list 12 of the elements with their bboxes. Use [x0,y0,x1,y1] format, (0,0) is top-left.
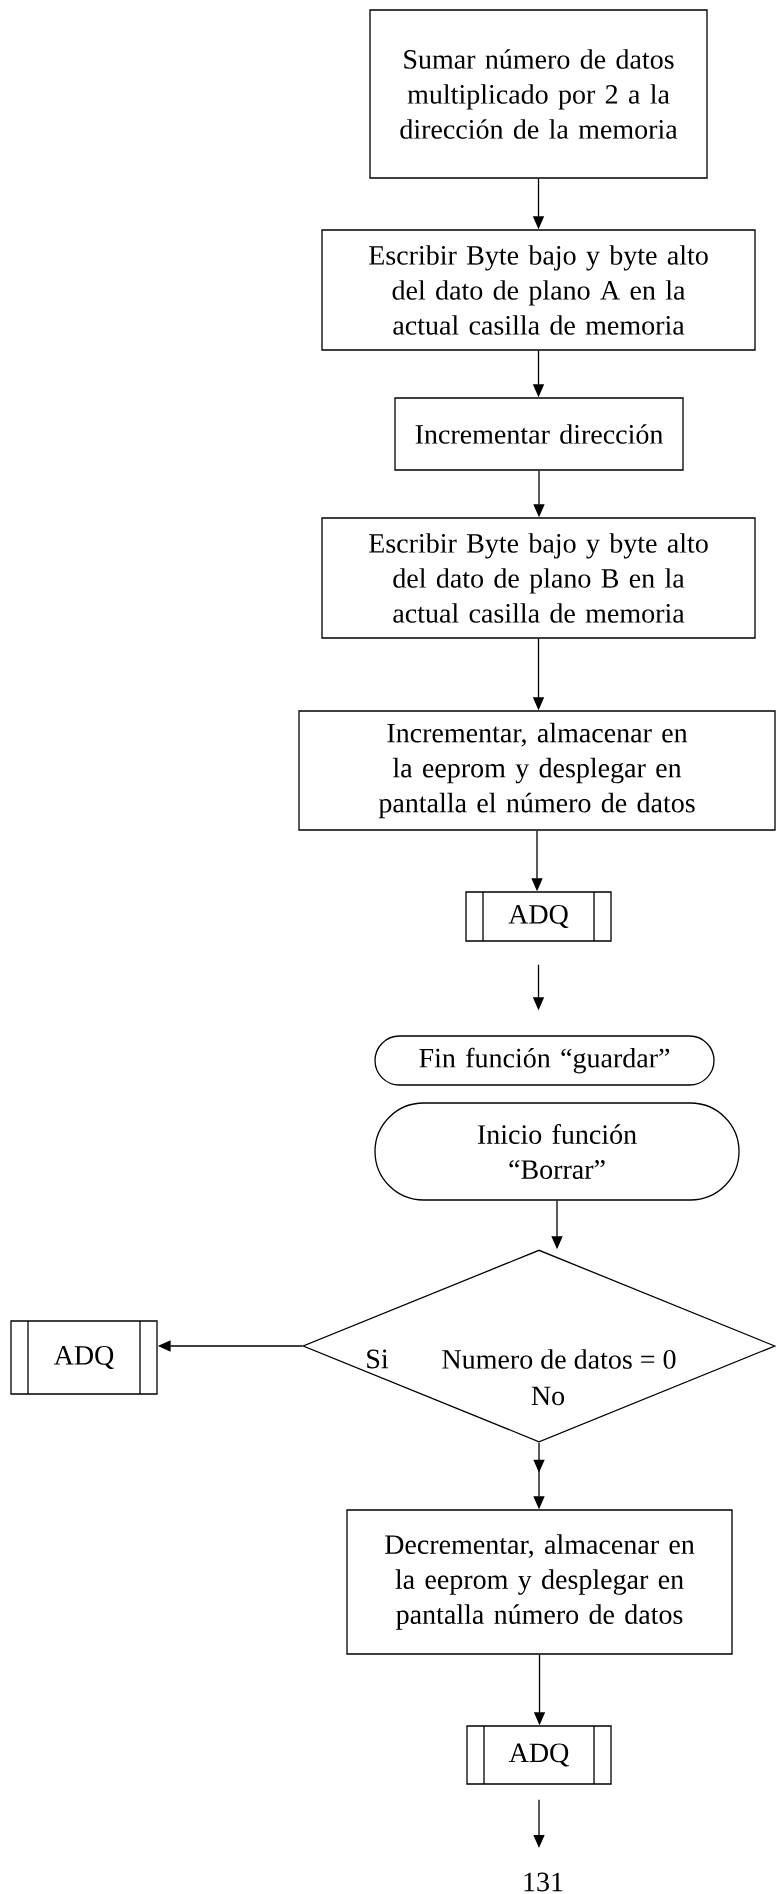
terminal-box: Inicio función “Borrar” [374,1102,740,1201]
process-box: Escribir Byte bajo y byte alto del dato de plano B en la actual casilla de memoria [321,517,756,639]
terminal-box: Fin función “guardar” [374,1035,715,1086]
process-box: Incrementar, almacenar en la eeprom y desplegar en pantalla el número de datos [298,710,776,831]
page-number: 131 [524,1872,563,1892]
process-box: Escribir Byte bajo y byte alto del dato de plano A en la actual casilla de memoria [321,229,756,351]
subroutine-box: ADQ [466,1725,612,1785]
subroutine-box: ADQ [465,891,612,942]
process-box: Sumar número de datos multiplicado por 2 a la dirección de la memoria [369,9,708,179]
subroutine-box: ADQ [10,1320,158,1395]
process-box: Incrementar dirección [394,397,684,471]
process-box: Decrementar, almacenar en la eeprom y desplegar en pantalla número de datos [346,1509,733,1655]
